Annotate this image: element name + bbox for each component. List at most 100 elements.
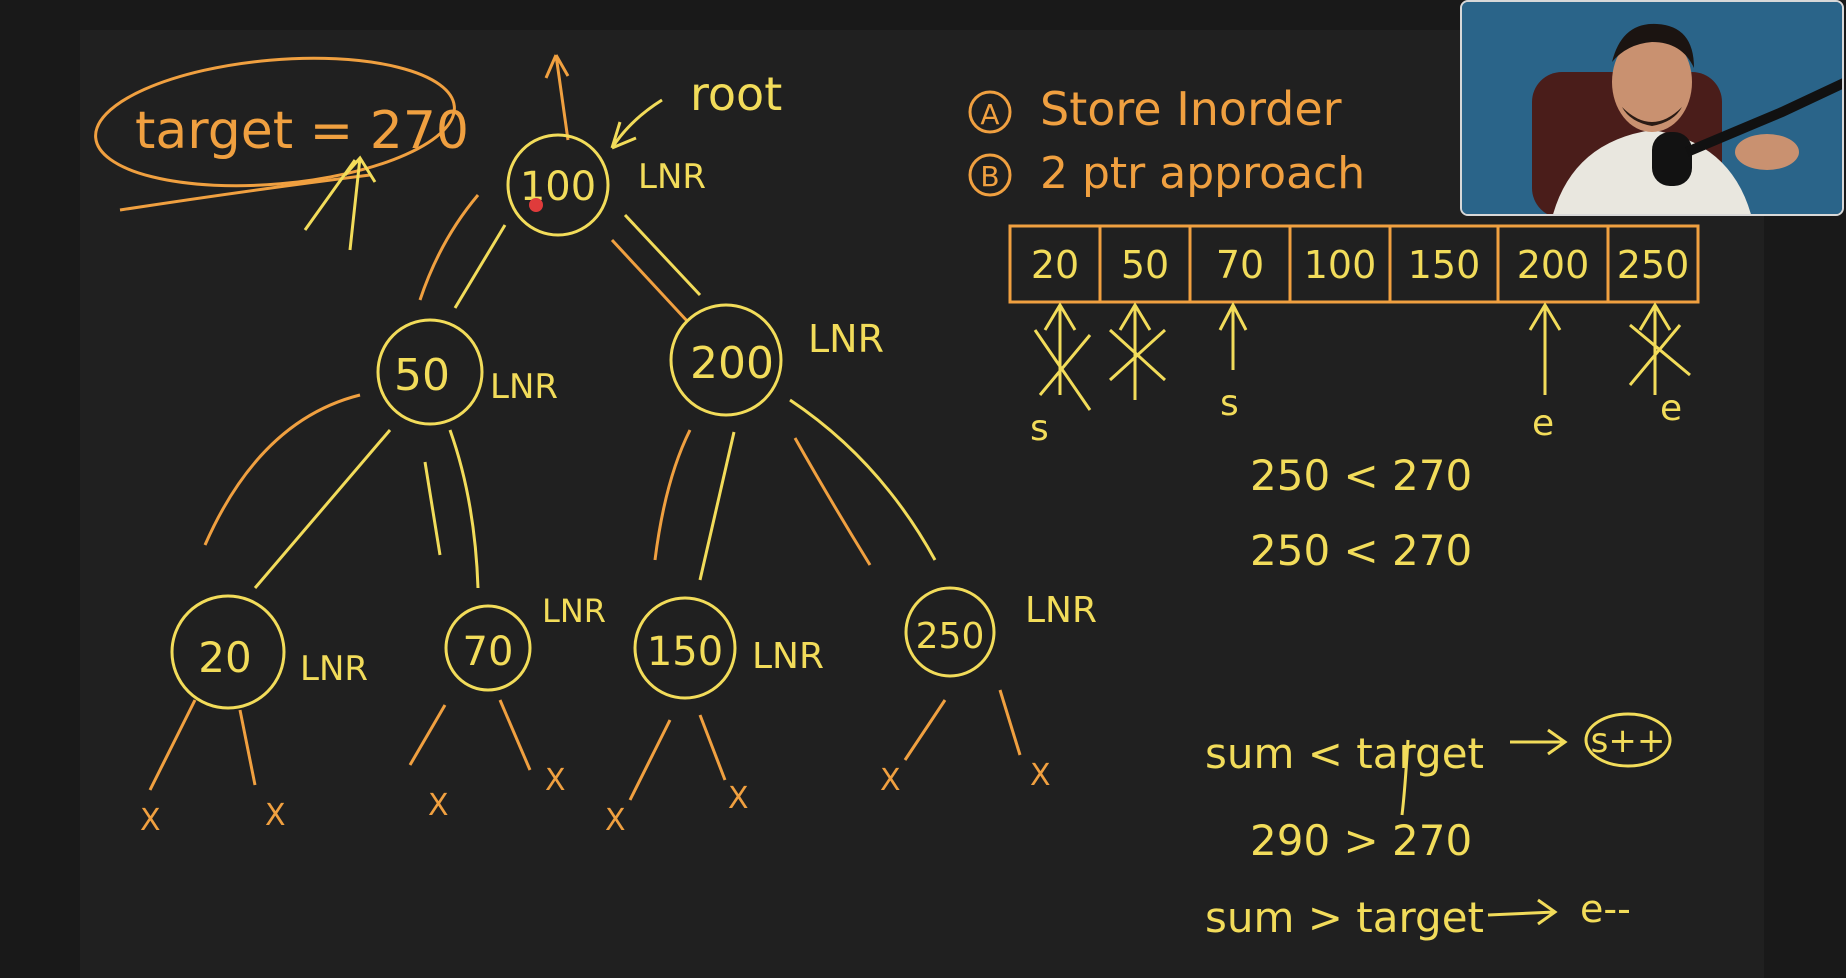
edge-100-50: [453, 224, 507, 309]
node-lnr-label: LNR: [490, 367, 558, 407]
rule-example: 290 > 270: [1250, 816, 1472, 865]
end-pointer-arrow-1: [1528, 302, 1562, 395]
rule-1-pointer: [1400, 739, 1410, 816]
tree-nodes: 100 LNR 50 LNR 200 LNR 20 LNR 70 LNR 150…: [170, 133, 1097, 710]
array-cell: 250: [1617, 243, 1690, 287]
edge-200-150: [698, 431, 736, 581]
edge-50-20: [253, 429, 392, 589]
comparison-2: 250 < 270: [1250, 526, 1472, 575]
inorder-array: 20 50 70 100 150 200 250: [1008, 224, 1700, 304]
rule-1-condition: sum < target: [1205, 729, 1484, 778]
webcam-scene: [1462, 2, 1842, 214]
null-edge: [408, 704, 447, 766]
node-lnr-label: LNR: [300, 649, 368, 689]
node-value: 150: [647, 629, 723, 675]
end-label: e: [1660, 388, 1682, 429]
null-edge: [148, 699, 197, 791]
root-label: root: [690, 67, 782, 121]
step-b-text: 2 ptr approach: [1040, 148, 1365, 199]
pointer-rules: sum < target s++ 290 > 270 sum > target …: [1205, 712, 1672, 942]
target-arrow: [303, 155, 377, 251]
target-ellipse: [94, 56, 456, 188]
edge-50-70: [448, 429, 480, 589]
crossed-out-mark: [1108, 328, 1167, 382]
tree-node-20: 20 LNR: [170, 594, 368, 710]
step-a-text: Store Inorder: [1040, 82, 1342, 136]
tree-node-200: 200 LNR: [669, 303, 884, 417]
start-label: s: [1030, 408, 1049, 449]
crossed-out-mark: [1033, 329, 1092, 411]
root-annotation: root: [544, 54, 782, 150]
null-x: X: [428, 788, 449, 823]
presenter-hair: [1612, 23, 1694, 68]
start-pointer-arrow-1: [1043, 302, 1077, 395]
rule-1-action: s++: [1591, 721, 1666, 761]
node-lnr-label: LNR: [752, 636, 824, 677]
null-children: [148, 689, 1022, 801]
tree-node-70: 70 LNR: [444, 592, 606, 692]
return-70-50: [423, 461, 442, 556]
laser-pointer-dot: [529, 198, 543, 212]
node-value: 20: [198, 633, 251, 682]
array-cell: 100: [1304, 243, 1377, 287]
tree-node-150: 150 LNR: [633, 596, 824, 700]
node-lnr-label: LNR: [638, 157, 706, 197]
target-note: target = 270: [94, 56, 469, 251]
tree-node-50: 50 LNR: [376, 318, 558, 426]
null-edge: [998, 689, 1022, 756]
rule-2-condition: sum > target: [1205, 893, 1484, 942]
array-cell: 150: [1408, 243, 1481, 287]
target-text: target = 270: [135, 101, 469, 161]
null-edge: [628, 719, 672, 801]
presenter-beard: [1622, 107, 1682, 126]
null-x: X: [728, 781, 749, 816]
approach-steps: A Store Inorder B 2 ptr approach: [968, 82, 1365, 199]
node-value: 250: [916, 616, 985, 657]
return-150-200: [653, 429, 692, 561]
array-cell: 200: [1517, 243, 1590, 287]
start-label: s: [1220, 383, 1239, 424]
end-label: e: [1532, 403, 1554, 444]
comparison-1: 250 < 270: [1250, 451, 1472, 500]
step-b-marker: B: [980, 160, 999, 193]
pointer-labels: s s e e: [1030, 383, 1682, 449]
rule-1-arrow: [1510, 728, 1568, 756]
array-border: [1008, 224, 1700, 304]
comparisons: 250 < 270 250 < 270: [1250, 451, 1472, 575]
presenter-hand: [1735, 134, 1799, 170]
array-dividers: [1098, 226, 1610, 302]
node-value: 70: [463, 629, 514, 675]
microphone: [1652, 132, 1692, 186]
null-x: X: [545, 763, 566, 798]
edge-200-250: [789, 398, 937, 561]
rule-2-arrow: [1487, 898, 1558, 926]
tree-node-250: 250 LNR: [904, 586, 1097, 678]
end-pointer-arrow-2: [1638, 302, 1672, 395]
null-markers: X X X X X X X X: [140, 758, 1051, 838]
rule-2-action: e--: [1580, 887, 1631, 931]
tree-node-100: 100 LNR: [506, 133, 706, 237]
mic-boom-arm: [1685, 78, 1842, 157]
rule-1-action-circle: [1584, 712, 1672, 768]
pointer-arrows: [1033, 301, 1691, 411]
presenter-face: [1612, 32, 1692, 132]
null-x: X: [880, 763, 901, 798]
return-20-50: [203, 393, 361, 546]
return-250-200: [793, 437, 872, 566]
node-lnr-label: LNR: [808, 317, 884, 361]
start-pointer-arrow-3: [1218, 301, 1248, 370]
null-x: X: [605, 803, 626, 838]
node-lnr-label: LNR: [542, 592, 606, 630]
crossed-out-mark: [1628, 323, 1691, 386]
array-cell: 70: [1216, 243, 1264, 287]
node-value: 200: [690, 338, 774, 389]
tree-edges: [203, 194, 937, 589]
node-lnr-label: LNR: [1025, 590, 1097, 631]
edge-100-200: [623, 213, 702, 297]
null-x: X: [140, 803, 161, 838]
root-arrow: [610, 98, 663, 150]
null-edge: [238, 709, 257, 786]
null-edge: [903, 699, 947, 761]
step-a-marker: A: [980, 98, 999, 131]
array-cell: 50: [1121, 243, 1169, 287]
